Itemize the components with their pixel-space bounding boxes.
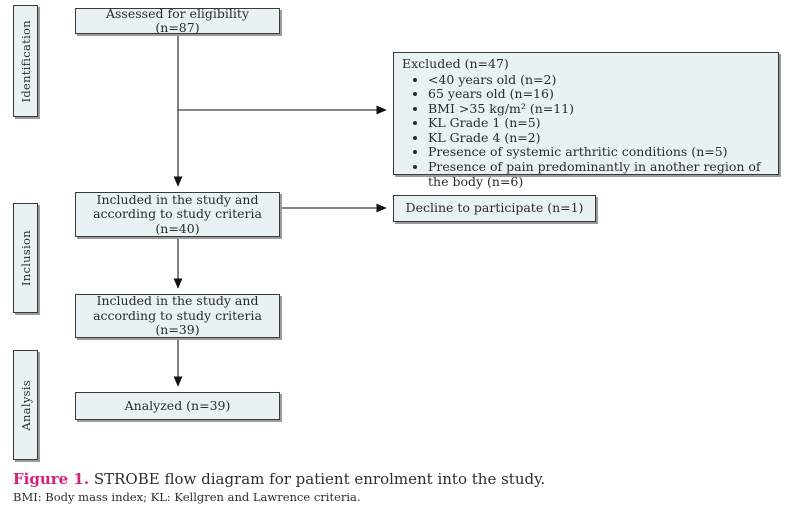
stage-label-inclusion: Inclusion — [13, 203, 38, 313]
flow-box-analyzed: Analyzed (n=39) — [75, 392, 280, 420]
excluded-title: Excluded (n=47) — [402, 56, 509, 71]
caption-footnote: BMI: Body mass index; KL: Kellgren and L… — [13, 490, 361, 504]
figure-number-label: Figure 1. — [13, 470, 90, 488]
excluded-reason-item: <40 years old (n=2) — [428, 72, 770, 88]
flow-box-label: Decline to participate (n=1) — [405, 200, 584, 216]
stage-label-text: Identification — [18, 19, 33, 103]
excluded-reason-item: KL Grade 4 (n=2) — [428, 130, 770, 146]
flow-box-label: Assessed for eligibility (n=87) — [105, 5, 250, 35]
flow-box-assessed: Assessed for eligibility (n=87) — [75, 5, 280, 35]
excluded-reason-item: Presence of pain predominantly in anothe… — [428, 159, 770, 189]
flow-box-included-40: Included in the study and according to s… — [75, 192, 280, 237]
excluded-reason-item: Presence of systemic arthritic condition… — [428, 145, 770, 160]
flow-box-decline: Decline to participate (n=1) — [393, 195, 596, 222]
stage-label-identification: Identification — [13, 5, 38, 117]
excluded-reason-item: BMI >35 kg/m² (n=11) — [428, 101, 770, 117]
flow-box-label: Included in the study and according to s… — [93, 293, 262, 338]
stage-label-text: Inclusion — [18, 229, 33, 287]
flow-box-label: Included in the study and according to s… — [93, 191, 262, 236]
caption-line: Figure 1. STROBE flow diagram for patien… — [13, 470, 783, 488]
figure-caption: Figure 1. STROBE flow diagram for patien… — [13, 470, 783, 504]
flow-box-excluded: Excluded (n=47) <40 years old (n=2)65 ye… — [393, 52, 779, 189]
excluded-reason-item: 65 years old (n=16) — [428, 86, 770, 102]
flow-box-included-39: Included in the study and according to s… — [75, 294, 280, 338]
stage-label-analysis: Analysis — [13, 350, 38, 460]
flow-box-label: Analyzed (n=39) — [124, 397, 231, 413]
stage-label-text: Analysis — [18, 379, 33, 431]
caption-text: STROBE flow diagram for patient enrolmen… — [89, 470, 546, 488]
excluded-reason-list: <40 years old (n=2)65 years old (n=16)BM… — [402, 72, 770, 190]
excluded-reason-item: KL Grade 1 (n=5) — [428, 116, 770, 131]
